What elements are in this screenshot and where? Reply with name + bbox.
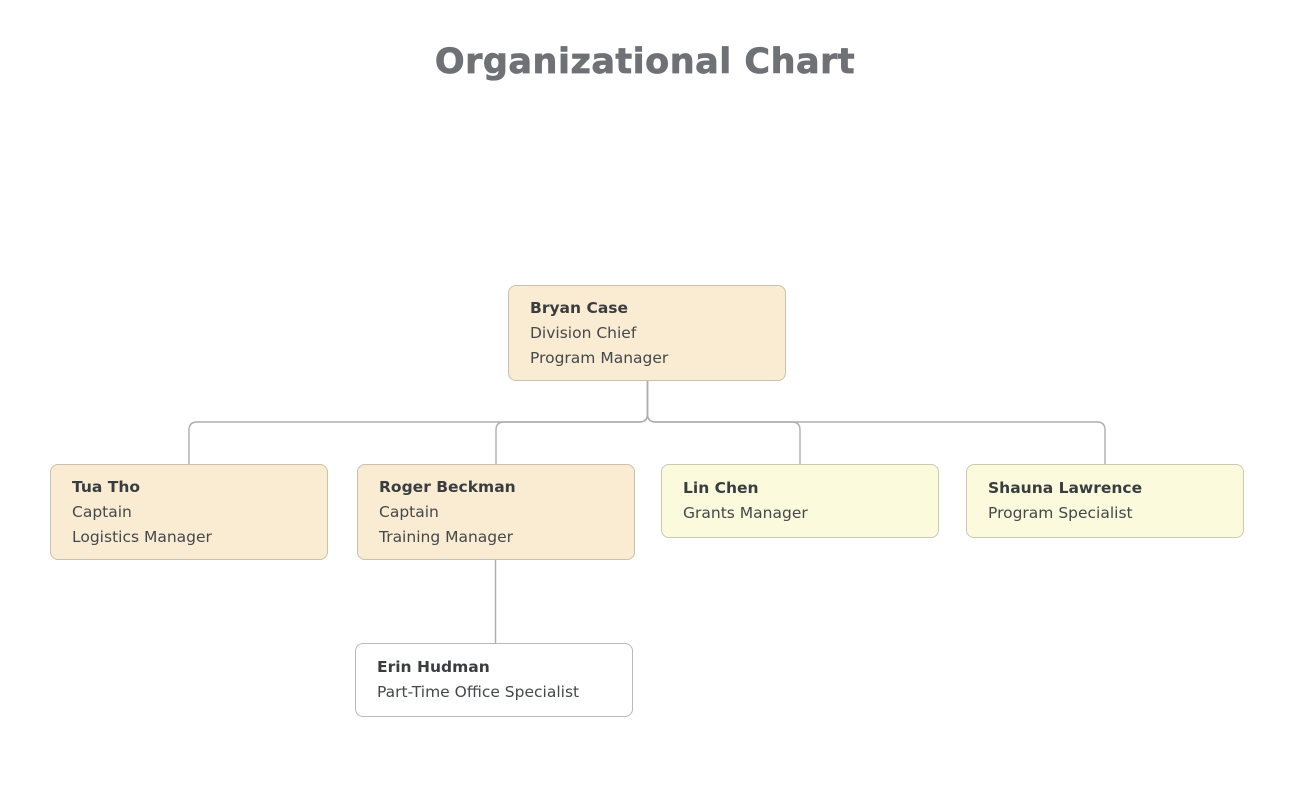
page-title: Organizational Chart xyxy=(434,42,856,83)
connector-bryan-to-shauna xyxy=(646,381,1106,464)
node-role: Grants Manager xyxy=(683,504,808,522)
org-node-tua-tho[interactable]: Tua Tho Captain Logistics Manager xyxy=(50,464,328,560)
node-role: Logistics Manager xyxy=(72,527,212,546)
org-node-roger-beckman[interactable]: Roger Beckman Captain Training Manager xyxy=(357,464,635,560)
node-name: Bryan Case xyxy=(530,298,629,317)
node-role: Program Specialist xyxy=(988,504,1133,522)
node-role: Training Manager xyxy=(379,527,514,546)
node-role: Captain xyxy=(72,502,132,521)
node-name: Roger Beckman xyxy=(379,477,516,496)
node-role: Part-Time Office Specialist xyxy=(377,683,580,701)
org-node-bryan-case[interactable]: Bryan Case Division Chief Program Manage… xyxy=(508,285,786,381)
org-node-lin-chen[interactable]: Lin Chen Grants Manager xyxy=(661,464,939,538)
org-node-erin-hudman[interactable]: Erin Hudman Part-Time Office Specialist xyxy=(355,643,633,717)
connector-bryan-to-roger xyxy=(495,381,649,464)
node-role: Division Chief xyxy=(530,323,637,342)
node-name: Tua Tho xyxy=(72,477,141,496)
node-role: Program Manager xyxy=(530,348,669,367)
node-name: Shauna Lawrence xyxy=(988,479,1143,497)
org-node-shauna-lawrence[interactable]: Shauna Lawrence Program Specialist xyxy=(966,464,1244,538)
node-role: Captain xyxy=(379,502,439,521)
node-name: Lin Chen xyxy=(683,479,759,497)
node-name: Erin Hudman xyxy=(377,658,490,676)
